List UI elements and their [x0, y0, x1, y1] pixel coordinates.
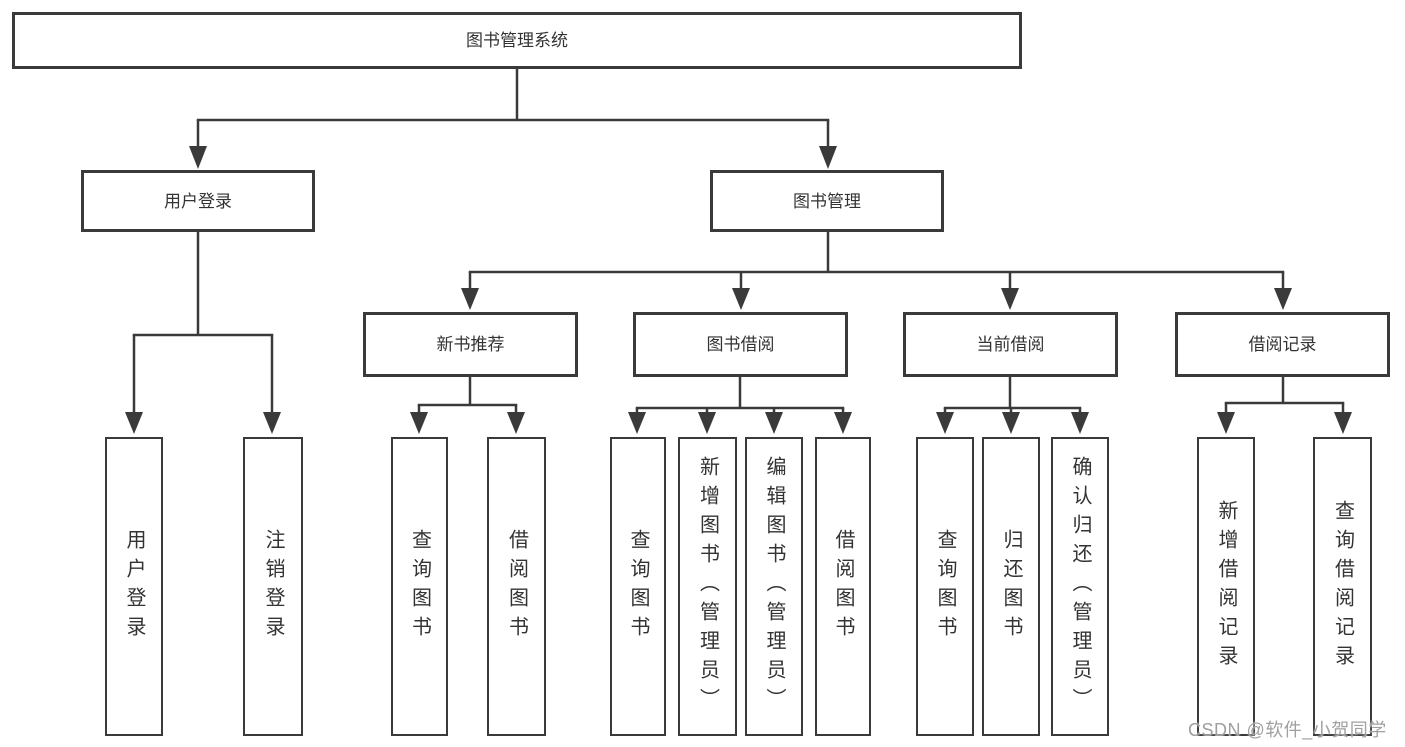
leaf-current-confirm-return-admin: 确认归还（管理员）	[1051, 437, 1109, 736]
node-label: 查询图书	[627, 528, 649, 645]
node-new-book-recommend: 新书推荐	[363, 312, 578, 377]
node-label: 借阅图书	[832, 528, 854, 645]
node-label: 归还图书	[1000, 528, 1022, 645]
node-label: 用户登录	[123, 528, 145, 645]
node-label: 图书借阅	[706, 335, 775, 354]
node-label: 查询借阅记录	[1331, 499, 1354, 674]
node-label: 用户登录	[164, 191, 232, 211]
node-label: 当前借阅	[976, 335, 1045, 354]
node-borrow-records: 借阅记录	[1175, 312, 1390, 377]
leaf-recommend-query-books: 查询图书	[391, 437, 448, 736]
node-label: 确认归还（管理员）	[1069, 456, 1091, 717]
node-label: 新书推荐	[436, 335, 505, 354]
leaf-recommend-borrow-books: 借阅图书	[487, 437, 546, 736]
leaf-current-query-books: 查询图书	[916, 437, 974, 736]
leaf-borrow-borrow-books: 借阅图书	[815, 437, 871, 736]
node-user-login: 用户登录	[81, 170, 315, 232]
leaf-records-query-borrow-record: 查询借阅记录	[1313, 437, 1372, 736]
node-label: 新增借阅记录	[1215, 499, 1237, 674]
csdn-watermark: CSDN @软件_小贺同学	[1188, 720, 1387, 740]
node-label: 图书管理	[793, 191, 861, 211]
node-label: 查询图书	[408, 528, 431, 645]
node-root-library-system: 图书管理系统	[12, 12, 1022, 69]
node-label: 借阅记录	[1248, 335, 1317, 354]
node-label: 编辑图书（管理员）	[763, 456, 785, 717]
node-book-management: 图书管理	[710, 170, 944, 232]
leaf-current-return-books: 归还图书	[982, 437, 1040, 736]
node-label: 查询图书	[934, 528, 956, 645]
node-label: 新增图书（管理员）	[696, 456, 719, 717]
leaf-user-login: 用户登录	[105, 437, 163, 736]
node-current-borrow: 当前借阅	[903, 312, 1118, 377]
leaf-records-add-borrow-record: 新增借阅记录	[1197, 437, 1255, 736]
leaf-logout-login: 注销登录	[243, 437, 303, 736]
leaf-borrow-add-books-admin: 新增图书（管理员）	[678, 437, 737, 736]
leaf-borrow-edit-books-admin: 编辑图书（管理员）	[745, 437, 803, 736]
node-label: 借阅图书	[505, 528, 528, 645]
node-label: 注销登录	[262, 528, 284, 645]
node-book-borrow: 图书借阅	[633, 312, 848, 377]
node-label: 图书管理系统	[466, 31, 568, 50]
leaf-borrow-query-books: 查询图书	[610, 437, 666, 736]
